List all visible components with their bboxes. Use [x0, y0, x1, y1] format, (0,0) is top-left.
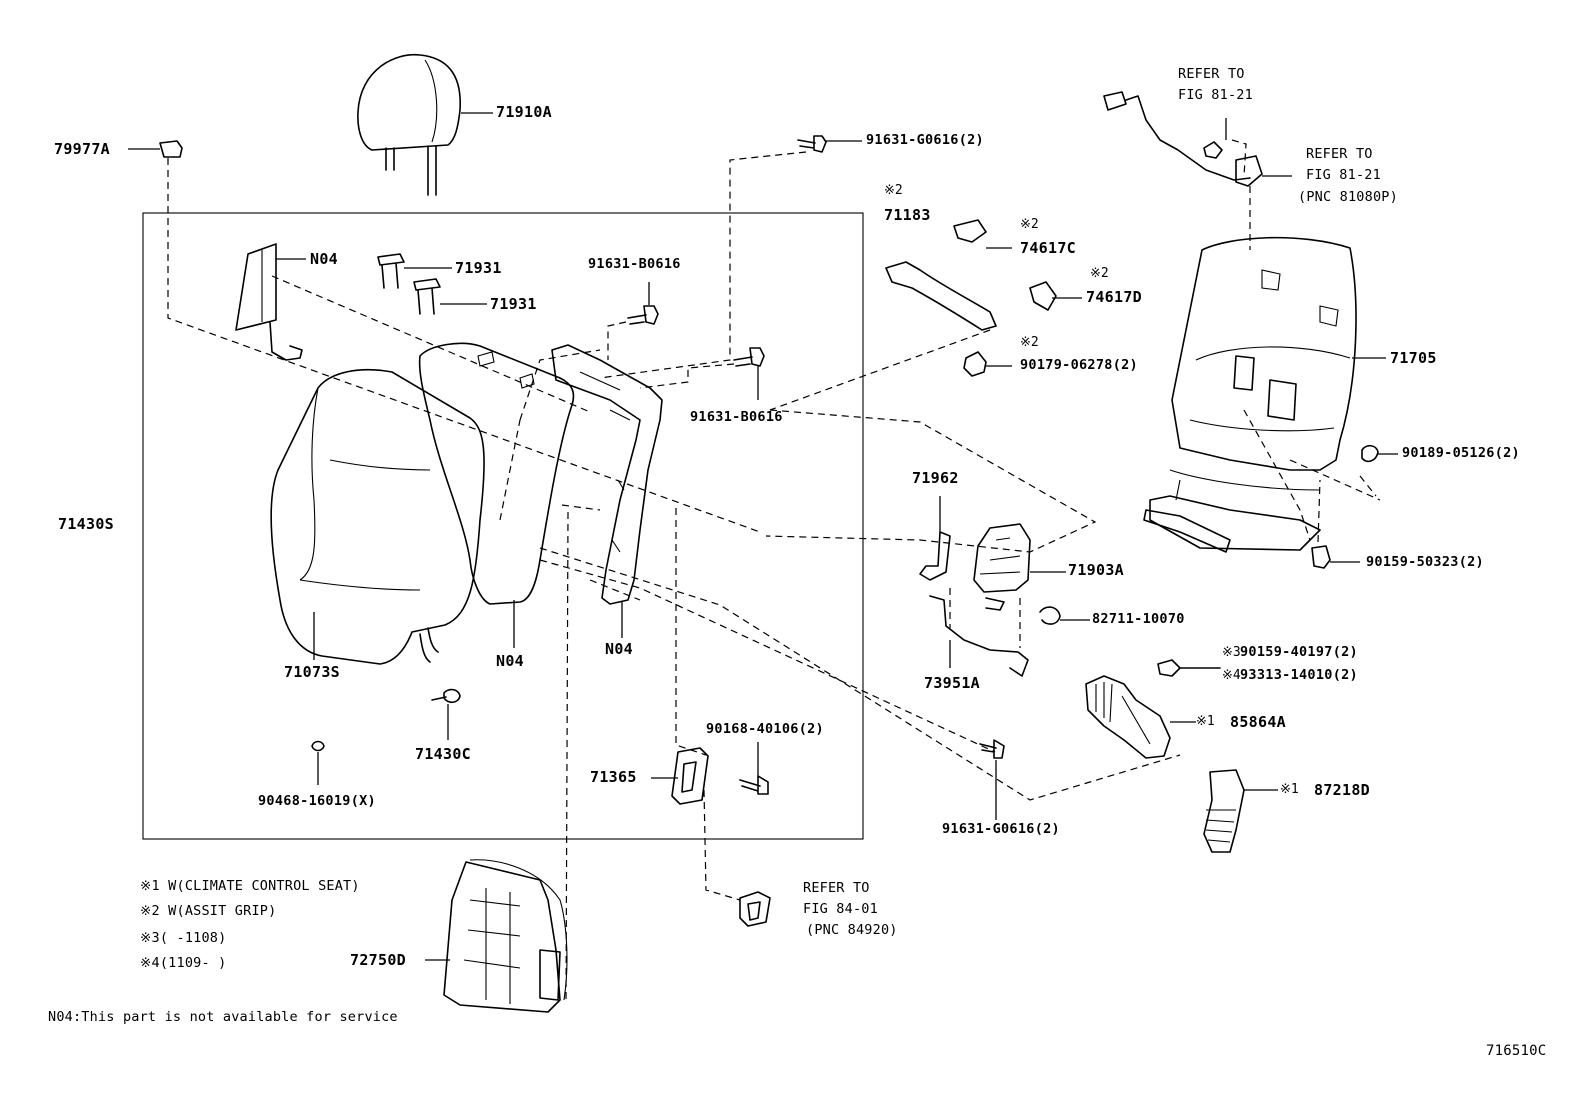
label-71705: 71705: [1390, 349, 1437, 367]
label-72750d: 72750D: [350, 951, 406, 969]
reference-81-21-b-line3: (PNC 81080P): [1298, 189, 1398, 205]
label-71430c: 71430C: [415, 745, 471, 763]
screw-b0616-drawing: [607, 282, 765, 400]
legend-line-4: ※4(1109- ): [140, 955, 227, 971]
label-73951a: 73951A: [924, 674, 980, 692]
bolt-bottom-drawing: [979, 739, 1005, 820]
label-71183: 71183: [884, 206, 931, 224]
marker-87218d: ※1: [1280, 782, 1299, 797]
connector-84-01-drawing: [739, 891, 771, 927]
bracket-71365-drawing: [651, 742, 769, 901]
label-n04-frame: N04: [605, 640, 633, 658]
label-71931-b: 71931: [490, 295, 537, 313]
label-90168-40106: 90168-40106(2): [706, 721, 824, 737]
marker-93313: ※4: [1222, 668, 1241, 683]
label-93313-14010: 93313-14010(2): [1240, 667, 1358, 683]
marker-71183: ※2: [884, 183, 903, 198]
label-90159-50323: 90159-50323(2): [1366, 554, 1484, 570]
assist-grip-drawing: [769, 261, 997, 411]
label-91631-g0616-top: 91631-G0616(2): [866, 132, 984, 148]
label-91631-b0616-a: 91631-B0616: [588, 256, 681, 272]
wiring-81-21-drawing: [1103, 91, 1292, 187]
label-90179-06278: 90179-06278(2): [1020, 357, 1138, 373]
reference-81-21-b-line1: REFER TO: [1306, 146, 1373, 162]
marker-74617d: ※2: [1090, 266, 1109, 281]
screw-90159-50323-drawing: [1311, 479, 1360, 569]
reference-81-21-b-line2: FIG 81-21: [1306, 167, 1381, 183]
label-71073s: 71073S: [284, 663, 340, 681]
clip-79977a-drawing: [128, 140, 761, 533]
legend-line-2: ※2 W(ASSIT GRIP): [140, 903, 277, 919]
marker-74617c: ※2: [1020, 217, 1039, 232]
footnote-n04: N04:This part is not available for servi…: [48, 1009, 398, 1025]
marker-85864a: ※1: [1196, 714, 1215, 729]
label-71910a: 71910A: [496, 103, 552, 121]
headrest-drawing: [357, 53, 493, 196]
reference-84-01-line3: (PNC 84920): [806, 922, 898, 938]
seatback-assembly-box: [142, 212, 864, 840]
seatback-frame-drawing: [499, 344, 1181, 1001]
cap-74617d-drawing: [1029, 281, 1082, 311]
reference-81-21-a-line2: FIG 81-21: [1178, 87, 1253, 103]
cap-74617c-drawing: [953, 219, 1012, 249]
bolt-top-drawing: [599, 135, 862, 379]
label-90159-40197: 90159-40197(2): [1240, 644, 1358, 660]
reference-84-01-line2: FIG 84-01: [803, 901, 878, 917]
label-91631-g0616-bottom: 91631-G0616(2): [942, 821, 1060, 837]
airbag-module-drawing: [235, 243, 591, 413]
seatback-pad-drawing: [418, 342, 575, 648]
nut-90179-drawing: [963, 351, 1012, 377]
label-82711-10070: 82711-10070: [1092, 611, 1185, 627]
label-n04-pad: N04: [496, 652, 524, 670]
seatback-cover-drawing: [270, 368, 485, 665]
label-79977a: 79977A: [54, 140, 110, 158]
label-71962: 71962: [912, 469, 959, 487]
label-85864a: 85864A: [1230, 713, 1286, 731]
duct-87218d-drawing: [1203, 769, 1278, 853]
label-71365: 71365: [590, 768, 637, 786]
legend-line-1: ※1 W(CLIMATE CONTROL SEAT): [140, 878, 360, 894]
heater-mat-drawing: [425, 859, 568, 1013]
marker-90179: ※2: [1020, 335, 1039, 350]
clip-71430c-drawing: [311, 688, 461, 785]
label-71903a: 71903A: [1068, 561, 1124, 579]
recliner-components-drawing: [765, 409, 1097, 677]
marker-90159-40197: ※3: [1222, 645, 1241, 660]
reference-84-01-line1: REFER TO: [803, 880, 870, 896]
figure-code: 716510C: [1486, 1043, 1547, 1059]
label-71430s: 71430S: [58, 515, 114, 533]
headrest-support-drawing: [377, 253, 487, 315]
seatback-board-drawing: [1143, 186, 1386, 553]
label-74617d: 74617D: [1086, 288, 1142, 306]
label-n04-airbag: N04: [310, 250, 338, 268]
label-74617c: 74617C: [1020, 239, 1076, 257]
label-87218d: 87218D: [1314, 781, 1370, 799]
label-90189-05126: 90189-05126(2): [1402, 445, 1520, 461]
label-71931-a: 71931: [455, 259, 502, 277]
legend-line-3: ※3( -1108): [140, 930, 227, 946]
reference-81-21-a-line1: REFER TO: [1178, 66, 1245, 82]
clip-90189-drawing: [1359, 444, 1398, 497]
label-91631-b0616-b: 91631-B0616: [690, 409, 783, 425]
duct-85864a-drawing: [1085, 659, 1221, 759]
label-90468-16019: 90468-16019(X): [258, 793, 376, 809]
